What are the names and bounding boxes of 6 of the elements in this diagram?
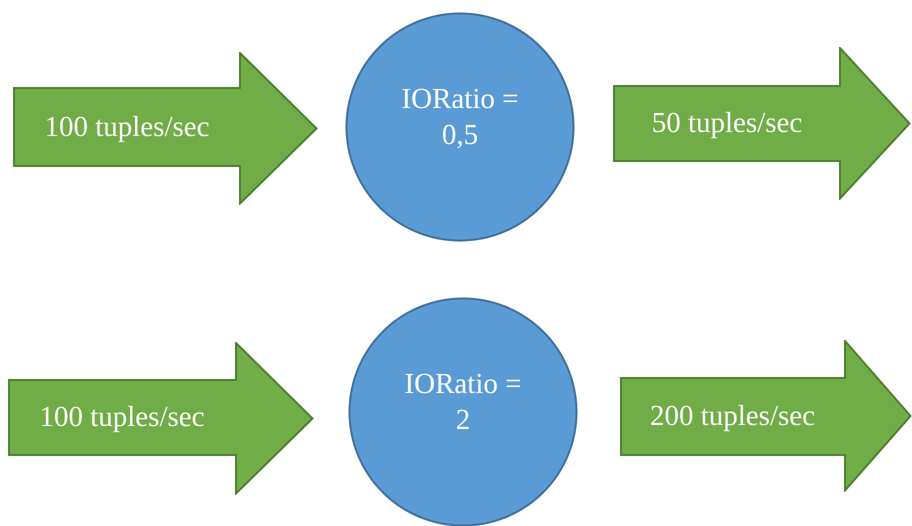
rate-label: 100 tuples/sec: [39, 400, 205, 436]
ratio-label: IORatio = 2: [403, 366, 523, 438]
rate-label: 200 tuples/sec: [650, 399, 816, 434]
rate-label: 50 tuples/sec: [652, 106, 802, 142]
rate-label: 100 tuples/sec: [44, 110, 210, 145]
ratio-label: IORatio = 0,5: [400, 82, 520, 153]
